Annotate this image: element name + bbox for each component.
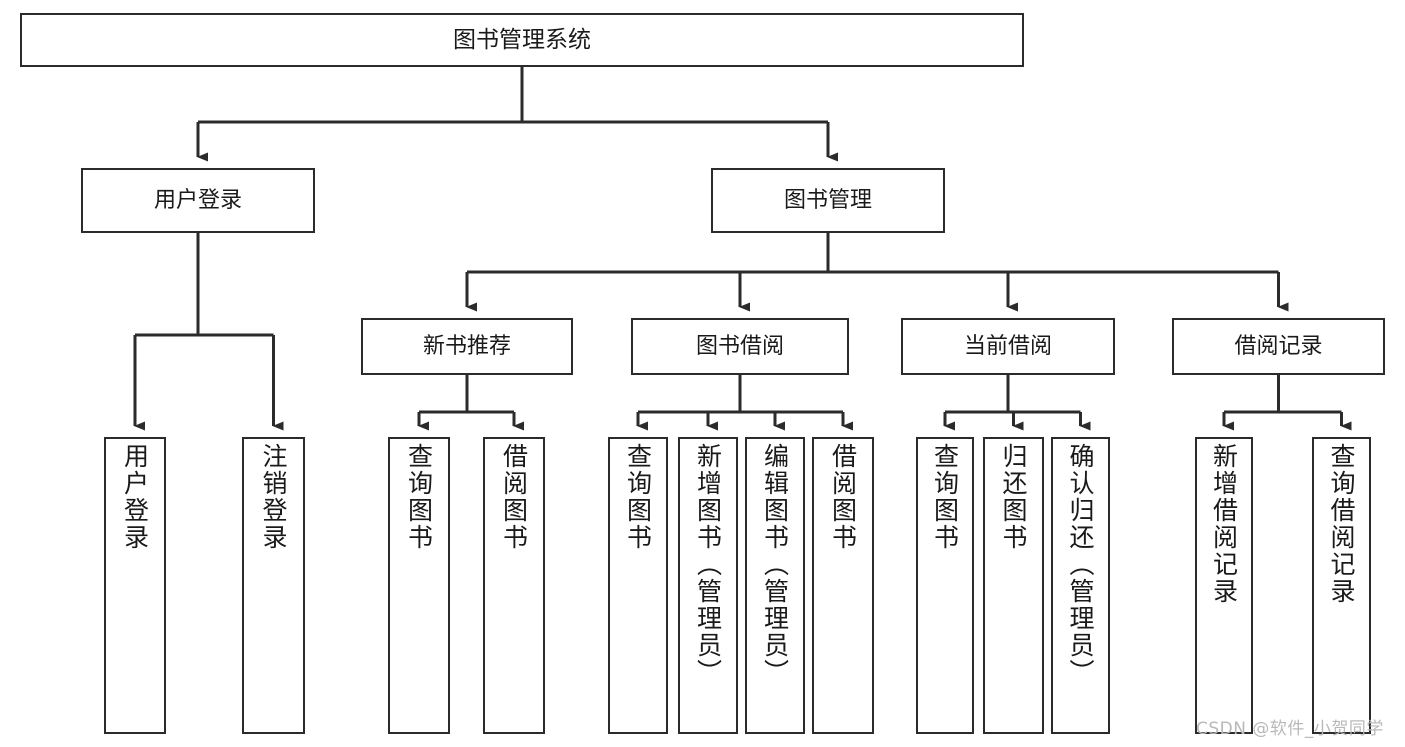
- node-leaf-confirm-return-label: 确认归还（管理员）: [1066, 443, 1095, 686]
- node-leaf-borrow-book-label: 借阅图书: [828, 443, 858, 551]
- node-leaf-edit-book[interactable]: 编辑图书（管理员）: [745, 437, 805, 734]
- node-leaf-user-logout-label: 注销登录: [259, 443, 288, 551]
- node-current-borrow[interactable]: 当前借阅: [901, 318, 1115, 375]
- node-leaf-query-book-cur-label: 查询图书: [930, 443, 960, 551]
- node-leaf-borrow-book-rec-label: 借阅图书: [499, 443, 529, 551]
- node-leaf-query-book-borrow-label: 查询图书: [623, 443, 653, 551]
- node-leaf-query-record[interactable]: 查询借阅记录: [1312, 437, 1371, 734]
- node-borrow-record-label: 借阅记录: [1234, 333, 1323, 359]
- node-book-manage[interactable]: 图书管理: [711, 168, 945, 233]
- node-user-login-label: 用户登录: [153, 187, 242, 213]
- node-leaf-edit-book-label: 编辑图书（管理员）: [760, 443, 790, 686]
- node-leaf-add-record-label: 新增借阅记录: [1209, 443, 1239, 605]
- node-current-borrow-label: 当前借阅: [963, 333, 1052, 359]
- watermark: CSDN @软件_小贺同学: [1196, 719, 1384, 739]
- node-user-login[interactable]: 用户登录: [81, 168, 315, 233]
- node-book-borrow-label: 图书借阅: [695, 333, 784, 359]
- node-leaf-query-book-rec[interactable]: 查询图书: [388, 437, 450, 734]
- node-book-manage-label: 图书管理: [783, 187, 872, 213]
- node-leaf-user-login-label: 用户登录: [120, 443, 150, 551]
- node-leaf-return-book-label: 归还图书: [999, 443, 1028, 551]
- node-leaf-borrow-book-rec[interactable]: 借阅图书: [483, 437, 545, 734]
- node-new-book-recommend-label: 新书推荐: [422, 333, 511, 359]
- node-leaf-add-book[interactable]: 新增图书（管理员）: [678, 437, 738, 734]
- node-leaf-query-book-borrow[interactable]: 查询图书: [608, 437, 668, 734]
- node-leaf-user-login[interactable]: 用户登录: [104, 437, 166, 734]
- node-leaf-add-book-label: 新增图书（管理员）: [693, 443, 723, 686]
- node-leaf-add-record[interactable]: 新增借阅记录: [1195, 437, 1253, 734]
- node-borrow-record[interactable]: 借阅记录: [1172, 318, 1385, 375]
- node-leaf-borrow-book[interactable]: 借阅图书: [812, 437, 874, 734]
- node-leaf-query-record-label: 查询借阅记录: [1327, 443, 1356, 605]
- node-leaf-query-book-rec-label: 查询图书: [404, 443, 434, 551]
- node-new-book-recommend[interactable]: 新书推荐: [361, 318, 573, 375]
- node-leaf-user-logout[interactable]: 注销登录: [242, 437, 305, 734]
- node-leaf-return-book[interactable]: 归还图书: [983, 437, 1044, 734]
- node-root-label: 图书管理系统: [453, 26, 591, 53]
- node-leaf-confirm-return[interactable]: 确认归还（管理员）: [1051, 437, 1110, 734]
- node-root[interactable]: 图书管理系统: [20, 13, 1024, 67]
- node-leaf-query-book-cur[interactable]: 查询图书: [916, 437, 974, 734]
- node-book-borrow[interactable]: 图书借阅: [631, 318, 849, 375]
